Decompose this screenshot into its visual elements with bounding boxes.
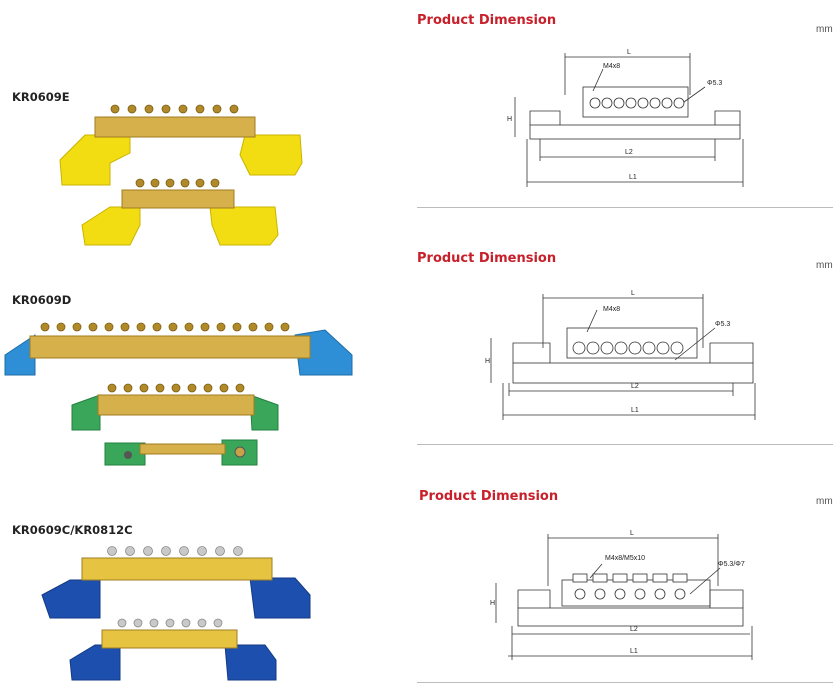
section-divider-3 [417, 682, 833, 683]
unit-label-1: mm [816, 24, 833, 35]
dim-label-hole: Φ5.3 [715, 321, 730, 328]
dimension-drawing-3: L M4x8/M5x10 Φ5.3/Φ7 H L2 L1 [490, 530, 753, 660]
section-title-3: Product Dimension [419, 489, 559, 504]
dim-label-L2: L2 [631, 383, 639, 390]
model-label-kr0609c-kr0812c: KR0609C/KR0812C [12, 523, 133, 537]
dim-label-H: H [485, 358, 490, 365]
dim-label-L2: L2 [630, 626, 638, 633]
product-photo-kr0609c [41, 546, 311, 681]
product-photo-kr0609d [4, 322, 353, 466]
dim-label-L1: L1 [629, 174, 637, 181]
section-title-2: Product Dimension [417, 251, 557, 266]
dimension-drawing-2: L M4x8 Φ5.3 H L2 L1 [485, 290, 756, 420]
dim-label-screw: M4x8 [603, 63, 620, 70]
model-label-kr0609d: KR0609D [12, 293, 72, 307]
dim-label-L1: L1 [631, 407, 639, 414]
dim-label-L: L [631, 290, 635, 297]
dim-label-L2: L2 [625, 149, 633, 156]
section-divider-2 [417, 444, 833, 445]
unit-label-3: mm [816, 496, 833, 507]
dim-label-L: L [630, 530, 634, 537]
dim-label-hole: Φ5.3 [707, 80, 722, 87]
model-label-kr0609e: KR0609E [12, 90, 70, 104]
product-photo-kr0609e [59, 104, 303, 246]
dim-label-screw: M4x8 [603, 306, 620, 313]
dim-label-L1: L1 [630, 648, 638, 655]
dimension-drawing-1: L M4x8 Φ5.3 H L2 L1 [507, 49, 744, 187]
dim-label-H: H [490, 600, 495, 607]
dim-label-H: H [507, 116, 512, 123]
section-title-1: Product Dimension [417, 13, 557, 28]
section-divider-1 [417, 207, 833, 208]
dim-label-screw: M4x8/M5x10 [605, 555, 645, 562]
dim-label-hole: Φ5.3/Φ7 [718, 561, 745, 568]
dim-label-L: L [627, 49, 631, 56]
unit-label-2: mm [816, 260, 833, 271]
